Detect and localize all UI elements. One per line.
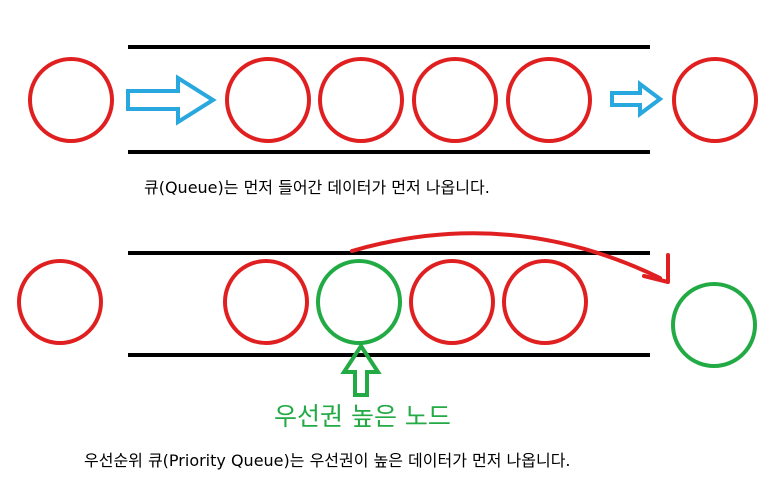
priority-queue-caption: 우선순위 큐(Priority Queue)는 우선권이 높은 데이터가 먼저 …	[84, 451, 571, 470]
queue-outgoing-node	[672, 57, 758, 143]
pq-incoming-node	[17, 259, 103, 345]
queue-node-3	[412, 57, 498, 143]
pq-node-3	[409, 259, 495, 345]
priority-dequeue-arrowhead	[642, 253, 670, 284]
queue-incoming-node	[28, 57, 114, 143]
queue-caption: 큐(Queue)는 먼저 들어간 데이터가 먼저 나옵니다.	[144, 178, 490, 197]
dequeue-arrow	[610, 80, 664, 118]
enqueue-arrow	[126, 74, 217, 126]
high-priority-node-label: 우선권 높은 노드	[274, 402, 451, 431]
priority-dequeue-arrow	[350, 231, 662, 280]
pq-node-4	[502, 259, 588, 345]
pq-node-1	[223, 259, 309, 345]
pq-dequeued-priority-node	[671, 282, 757, 368]
queue-node-2	[318, 57, 404, 143]
pq-priority-node	[316, 259, 402, 345]
queue-node-1	[225, 57, 311, 143]
priority-pointer-arrow	[340, 342, 382, 397]
queue-node-4	[506, 57, 592, 143]
